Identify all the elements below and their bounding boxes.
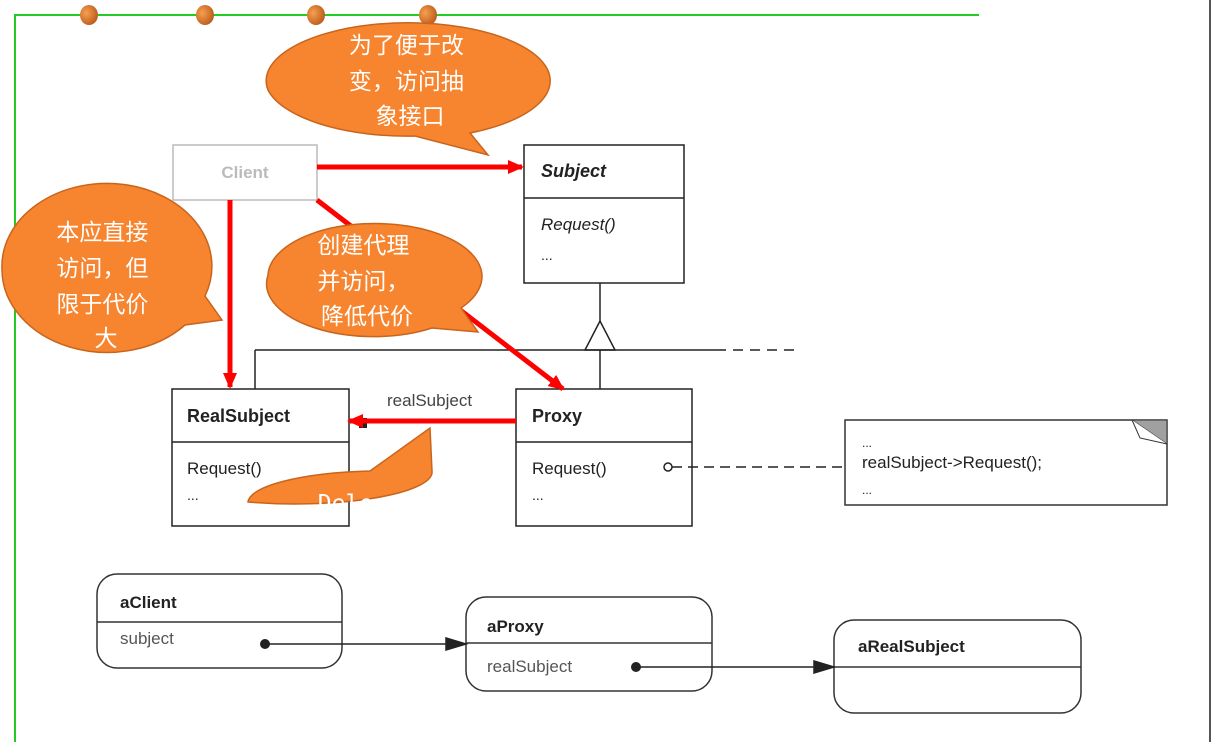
association-label: realSubject bbox=[387, 391, 472, 410]
implementation-note: ... realSubject->Request(); ... bbox=[844, 419, 1168, 506]
callout-line: 并访问， bbox=[317, 269, 409, 295]
object-name: aProxy bbox=[487, 617, 544, 636]
callout-line: 大 bbox=[95, 326, 118, 352]
proxy-op: ... bbox=[532, 487, 544, 503]
callout-delegation: Delegation bbox=[247, 426, 456, 517]
subject-op: Request() bbox=[541, 215, 616, 234]
object-field: subject bbox=[120, 629, 174, 648]
note-anchor-circle bbox=[663, 462, 673, 472]
object-a-proxy[interactable]: aProxy realSubject bbox=[465, 596, 713, 692]
slide-frame bbox=[14, 0, 1211, 742]
callout-abstract-interface: 为了便于改 变，访问抽 象接口 bbox=[265, 22, 551, 157]
note-line: realSubject->Request(); bbox=[862, 453, 1042, 472]
callout-line: 限于代价 bbox=[56, 292, 148, 318]
callout-line: 变，访问抽 bbox=[349, 69, 464, 95]
real-subject-op: ... bbox=[187, 487, 199, 503]
callout-line: 访问，但 bbox=[56, 256, 148, 282]
object-name: aClient bbox=[120, 593, 177, 612]
note-line: ... bbox=[862, 483, 872, 497]
note-line: ... bbox=[862, 436, 872, 450]
bullet-dot bbox=[80, 5, 98, 25]
proxy-op: Request() bbox=[532, 459, 607, 478]
client-class[interactable]: Client bbox=[172, 144, 318, 201]
subject-class[interactable]: Subject Request() ... bbox=[523, 144, 685, 284]
real-subject-class-name: RealSubject bbox=[187, 406, 290, 426]
callout-line: 为了便于改 bbox=[349, 33, 464, 59]
callout-line: Delegation bbox=[318, 491, 456, 517]
object-links bbox=[265, 636, 837, 675]
inheritance-connector bbox=[254, 283, 795, 389]
client-class-name: Client bbox=[221, 163, 269, 182]
bullet-dot bbox=[419, 5, 437, 25]
callout-line: 降低代价 bbox=[321, 304, 413, 330]
callout-line: 创建代理 bbox=[317, 233, 409, 259]
subject-class-name: Subject bbox=[541, 161, 607, 181]
callout-line: 象接口 bbox=[376, 104, 445, 130]
svg-text:本应直接 访问，但 限于代价: 本应直接 访问，但 限于代价 大 bbox=[56, 220, 155, 352]
proxy-class-name: Proxy bbox=[532, 406, 582, 426]
subject-op: ... bbox=[541, 247, 553, 263]
svg-text:创建代理 并访问， 降低代价: 创建代理 并访问， 降低代价 bbox=[317, 233, 416, 330]
proxy-class[interactable]: Proxy Request() ... bbox=[515, 388, 693, 527]
bullet-dot bbox=[307, 5, 325, 25]
callout-create-proxy: 创建代理 并访问， 降低代价 bbox=[265, 222, 483, 338]
real-subject-op: Request() bbox=[187, 459, 262, 478]
bullet-dot bbox=[196, 5, 214, 25]
object-a-client[interactable]: aClient subject bbox=[96, 573, 343, 669]
svg-text:为了便于改 变，访问抽 象接口: 为了便于改 变，访问抽 象接口 bbox=[349, 33, 471, 130]
object-a-real-subject[interactable]: aRealSubject bbox=[833, 619, 1082, 714]
object-field: realSubject bbox=[487, 657, 572, 676]
frame-bullets bbox=[80, 5, 437, 25]
callout-direct-access: 本应直接 访问，但 限于代价 大 bbox=[1, 182, 224, 354]
object-name: aRealSubject bbox=[858, 637, 965, 656]
callout-line: 本应直接 bbox=[56, 220, 148, 246]
